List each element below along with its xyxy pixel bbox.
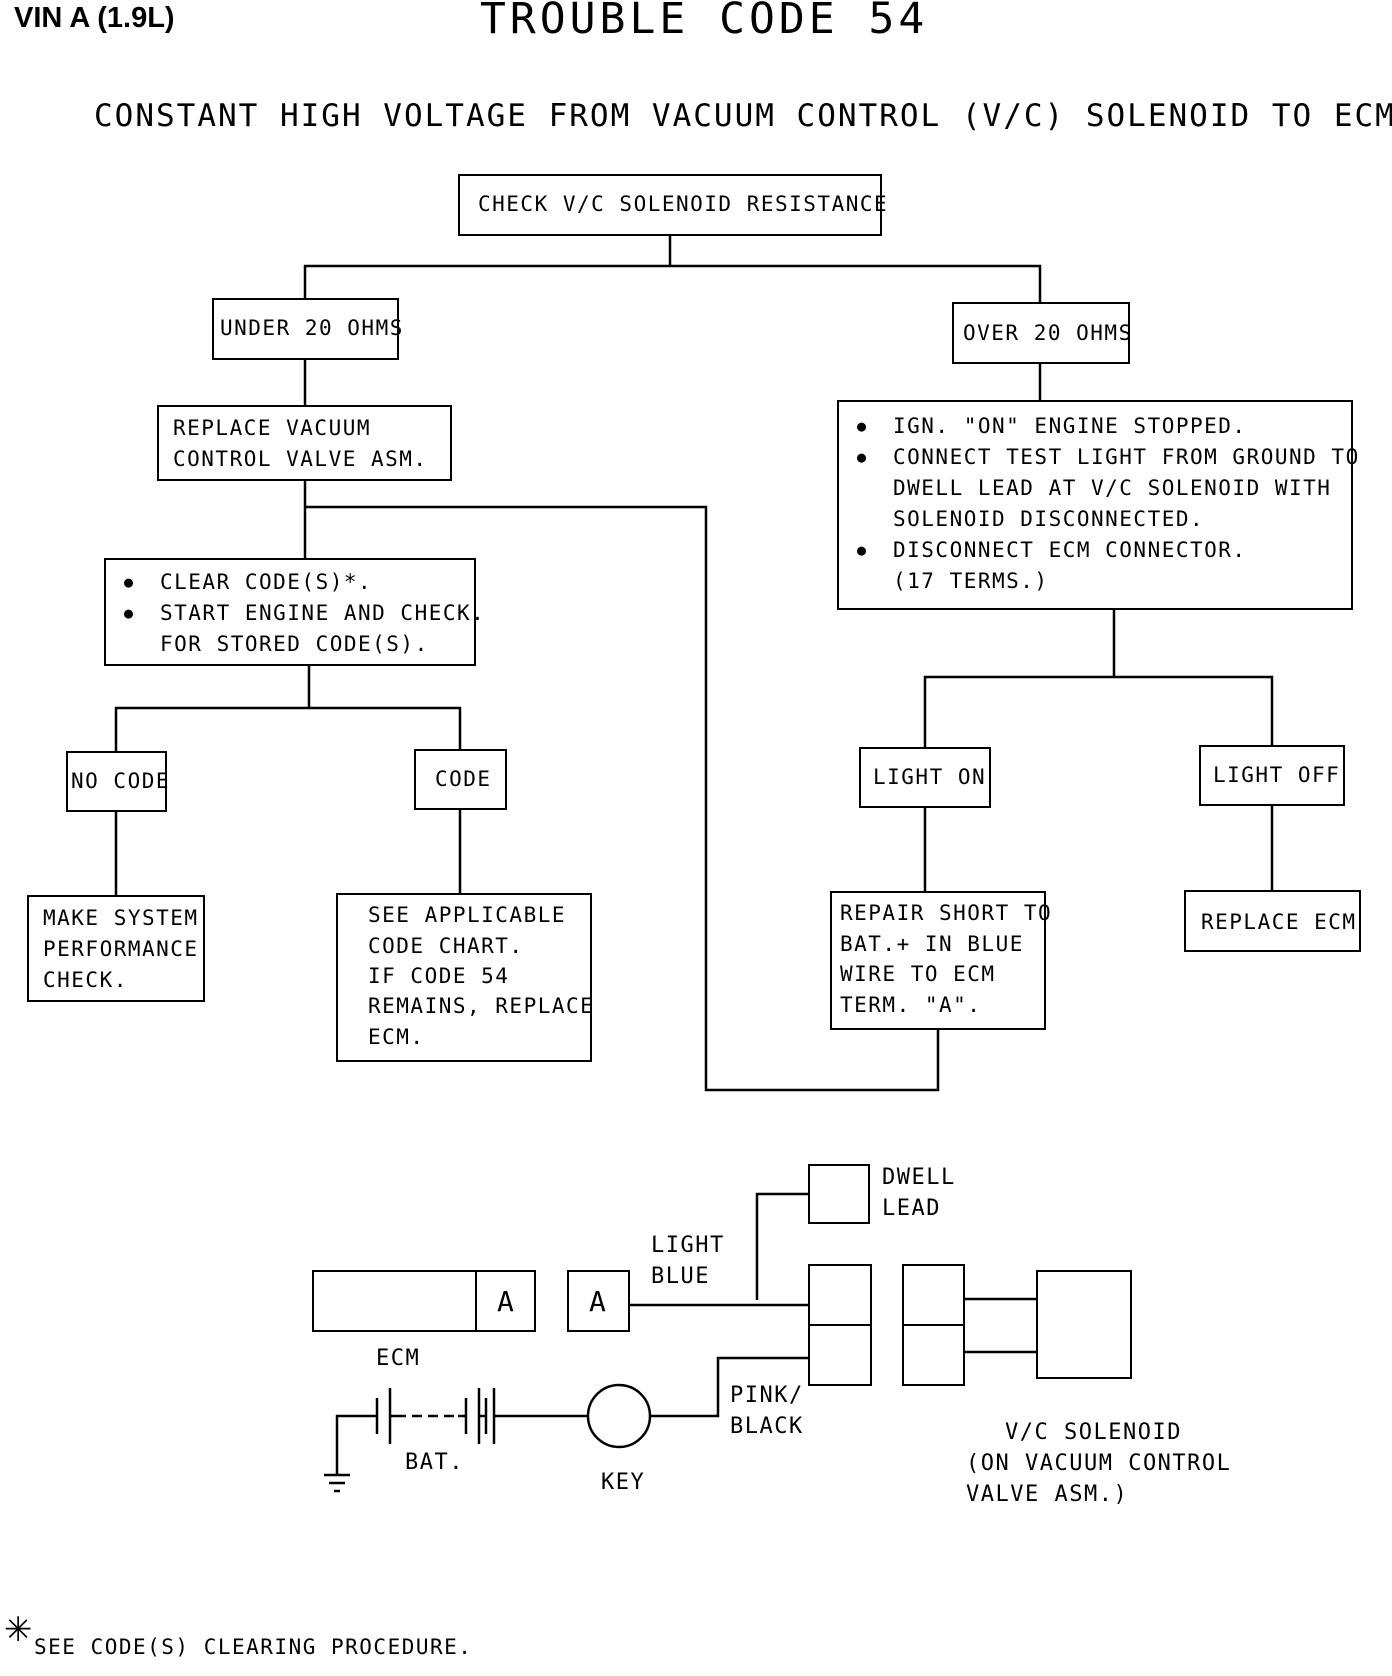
vc-solenoid-label: (ON VACUUM CONTROL: [966, 1451, 1232, 1476]
clear-codes-step: START ENGINE AND CHECK.: [124, 598, 485, 629]
no-code-text: NO CODE: [71, 769, 171, 793]
clear-codes-step: CLEAR CODE(S)*.: [124, 567, 485, 598]
light-on-box: LIGHT ON: [859, 747, 991, 808]
replace-ecm-text: REPLACE ECM: [1201, 910, 1357, 934]
replace-valve-box: REPLACE VACUUM CONTROL VALVE ASM.: [157, 405, 452, 481]
ecm-label: ECM: [376, 1346, 421, 1371]
ecm-terminal-a-label: A: [497, 1285, 516, 1318]
key-label: KEY: [601, 1470, 646, 1495]
code-text: CODE: [435, 767, 492, 791]
connector-terminal-a-label: A: [589, 1285, 608, 1318]
clear-codes-cont: FOR STORED CODE(S).: [160, 632, 429, 656]
page-title: TROUBLE CODE 54: [480, 0, 929, 44]
dwell-lead-label: LEAD: [882, 1196, 941, 1221]
vin-label: VIN A (1.9L): [14, 2, 175, 34]
dwell-lead-label: DWELL: [882, 1165, 956, 1190]
see-applicable-line: IF CODE 54: [368, 964, 510, 988]
ign-steps-list-a: IGN. "ON" ENGINE STOPPED. CONNECT TEST L…: [857, 411, 1360, 473]
under-20-ohms-text: UNDER 20 OHMS: [220, 316, 404, 340]
ign-step-cont: DWELL LEAD AT V/C SOLENOID WITH: [893, 476, 1332, 500]
ign-step-cont: SOLENOID DISCONNECTED.: [893, 507, 1205, 531]
replace-valve-line-1: REPLACE VACUUM: [173, 416, 372, 440]
ign-step: CONNECT TEST LIGHT FROM GROUND TO: [857, 442, 1360, 473]
asterisk-icon: ✳: [4, 1610, 33, 1650]
replace-valve-line-2: CONTROL VALVE ASM.: [173, 447, 428, 471]
clear-codes-list: CLEAR CODE(S)*. START ENGINE AND CHECK.: [124, 567, 485, 629]
footnote-text: SEE CODE(S) CLEARING PROCEDURE.: [34, 1635, 473, 1659]
repair-short-box: REPAIR SHORT TO BAT.+ IN BLUE WIRE TO EC…: [830, 891, 1051, 1030]
replace-ecm-box: REPLACE ECM: [1184, 890, 1361, 952]
over-20-ohms-text: OVER 20 OHMS: [963, 321, 1133, 345]
repair-short-line: WIRE TO ECM: [840, 962, 996, 986]
repair-short-line: BAT.+ IN BLUE: [840, 932, 1024, 956]
see-applicable-line: SEE APPLICABLE: [368, 903, 567, 927]
pink-black-label: BLACK: [730, 1414, 804, 1439]
make-system-box: MAKE SYSTEM PERFORMANCE CHECK.: [27, 895, 205, 1002]
over-20-ohms-box: OVER 20 OHMS: [952, 302, 1133, 364]
ign-steps-list-b: DISCONNECT ECM CONNECTOR.: [857, 535, 1247, 566]
clear-codes-box: CLEAR CODE(S)*. START ENGINE AND CHECK. …: [104, 558, 484, 666]
code-box: CODE: [414, 749, 507, 810]
vc-solenoid-label: V/C SOLENOID: [1005, 1420, 1182, 1445]
ign-step: IGN. "ON" ENGINE STOPPED.: [857, 411, 1360, 442]
ecm-terminal-a: A: [475, 1270, 536, 1332]
under-20-ohms-box: UNDER 20 OHMS: [212, 298, 402, 360]
check-resistance-box: CHECK V/C SOLENOID RESISTANCE: [458, 174, 887, 236]
make-system-line: PERFORMANCE: [43, 937, 199, 961]
see-applicable-line: REMAINS, REPLACE: [368, 994, 595, 1018]
no-code-box: NO CODE: [66, 751, 171, 812]
dwell-lead-terminal: [808, 1164, 870, 1224]
see-applicable-box: SEE APPLICABLE CODE CHART. IF CODE 54 RE…: [336, 893, 595, 1062]
bat-label: BAT.: [405, 1450, 464, 1475]
repair-short-line: REPAIR SHORT TO: [840, 901, 1053, 925]
repair-short-line: TERM. "A".: [840, 993, 982, 1017]
vc-solenoid-body: [1036, 1270, 1132, 1379]
light-off-text: LIGHT OFF: [1213, 763, 1341, 787]
check-resistance-text: CHECK V/C SOLENOID RESISTANCE: [478, 192, 889, 216]
solenoid-cavity-upper: [902, 1264, 965, 1326]
ign-step: DISCONNECT ECM CONNECTOR.: [857, 535, 1247, 566]
vc-solenoid-label: VALVE ASM.): [966, 1482, 1129, 1507]
connector-cavity-upper: [808, 1264, 872, 1326]
ign-step-cont: (17 TERMS.): [893, 569, 1049, 593]
see-applicable-line: CODE CHART.: [368, 934, 524, 958]
light-blue-label: LIGHT: [651, 1233, 725, 1258]
make-system-line: MAKE SYSTEM: [43, 906, 199, 930]
connector-terminal-a: A: [567, 1270, 630, 1332]
see-applicable-line: ECM.: [368, 1025, 425, 1049]
light-blue-label: BLUE: [651, 1264, 710, 1289]
make-system-line: CHECK.: [43, 968, 128, 992]
light-on-text: LIGHT ON: [873, 765, 987, 789]
pink-black-label: PINK/: [730, 1383, 804, 1408]
light-off-box: LIGHT OFF: [1199, 745, 1345, 806]
ecm-body: [312, 1270, 477, 1332]
connector-cavity-lower: [808, 1324, 872, 1386]
ign-steps-box: IGN. "ON" ENGINE STOPPED. CONNECT TEST L…: [837, 400, 1358, 610]
solenoid-cavity-lower: [902, 1324, 965, 1386]
page-subtitle: CONSTANT HIGH VOLTAGE FROM VACUUM CONTRO…: [94, 98, 1392, 134]
